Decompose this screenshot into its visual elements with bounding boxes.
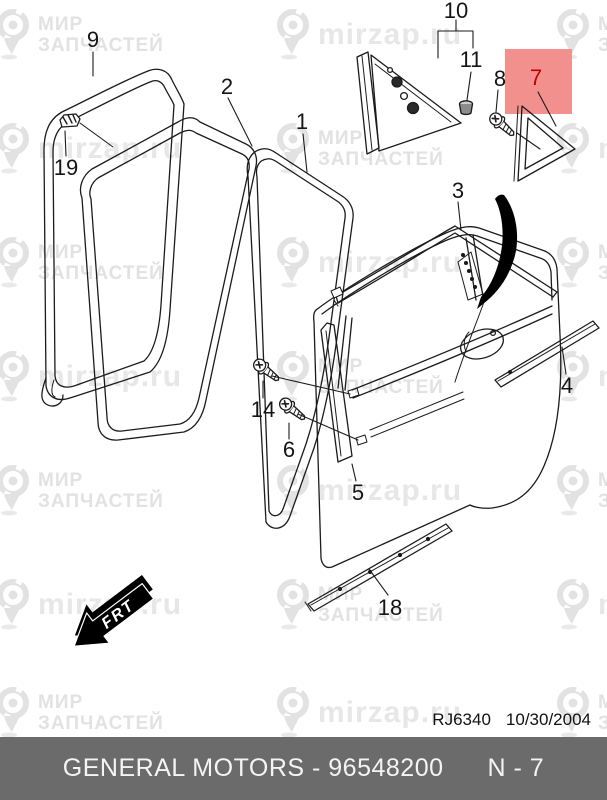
part-label-10: 10: [443, 0, 469, 23]
part-label-2: 2: [220, 74, 234, 99]
doc-reference: RJ6340 10/30/2004: [432, 710, 591, 730]
door-handle-cutout: [459, 328, 505, 360]
quarter-window-molding: [513, 105, 576, 182]
doc-ref-code: RJ6340: [432, 710, 491, 729]
retainer-clip: [59, 113, 114, 148]
pointer-swoosh-arrow: [477, 194, 518, 309]
part-label-11: 11: [459, 47, 483, 72]
part-label-18: 18: [377, 595, 403, 620]
part-label-3: 3: [451, 178, 465, 203]
part-label-6: 6: [282, 437, 296, 462]
part-label-14: 14: [250, 397, 276, 422]
weatherstrip-ring-2: [79, 117, 258, 441]
part-label-5: 5: [351, 480, 365, 505]
screw-6: [275, 394, 310, 426]
part-label-19: 19: [53, 155, 79, 180]
part-label-9: 9: [86, 27, 100, 52]
lower-sill-molding: [304, 523, 453, 612]
doc-ref-date: 10/30/2004: [505, 710, 591, 729]
footer-bar: GENERAL MOTORS - 96548200 N - 7: [0, 737, 607, 800]
part-label-8: 8: [493, 66, 507, 91]
leader-lines: [64, 19, 567, 596]
part-label-7-highlighted: 7: [529, 65, 543, 90]
part-label-4: 4: [560, 373, 574, 398]
front-sash-tape: [320, 322, 353, 463]
footer-page-ref: N - 7: [487, 754, 545, 782]
grommet-nut: [458, 100, 474, 116]
screw-14: [249, 355, 284, 387]
part-label-1: 1: [295, 109, 309, 134]
highlight-box: [505, 49, 572, 114]
footer-brand-part: GENERAL MOTORS - 96548200: [62, 754, 444, 782]
frt-direction-arrow: FRT: [73, 575, 155, 647]
diagram-canvas: FRT: [41, 19, 600, 647]
quarter-applique-assembly: [356, 51, 462, 155]
screw-8: [485, 109, 519, 141]
weatherstrip-ring-1: [246, 148, 354, 529]
window-upper-molding: [330, 225, 558, 307]
body-side-molding: [494, 320, 600, 388]
